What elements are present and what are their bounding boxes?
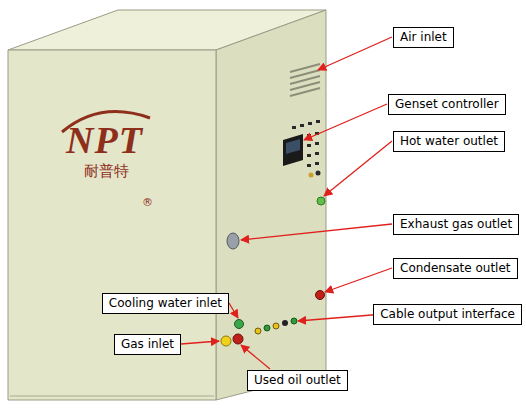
condensate-fitting — [316, 291, 325, 300]
leader-lines — [181, 37, 392, 369]
callout-box: Gas inlet — [114, 334, 181, 355]
logo-chinese: 耐普特 — [84, 162, 129, 181]
callout-text: Cable output interface — [380, 307, 515, 321]
callout-box: Used oil outlet — [247, 370, 348, 391]
callout-box: Condensate outlet — [393, 258, 518, 279]
logo-text: NPT — [66, 118, 143, 162]
air-vents — [290, 64, 320, 96]
cabinet-side — [216, 10, 326, 400]
hot-water-fitting — [317, 197, 325, 205]
registered-mark: ® — [142, 196, 153, 209]
callout-box: Hot water outlet — [393, 131, 505, 152]
cooling-water-fitting — [235, 320, 244, 329]
callout-text: Exhaust gas outlet — [400, 217, 512, 231]
cabinet-front — [8, 50, 216, 400]
used-oil-fitting — [233, 334, 243, 344]
callout-text: Hot water outlet — [400, 134, 498, 148]
callout-text: Used oil outlet — [254, 373, 341, 387]
exhaust-pipe — [227, 233, 239, 249]
genset-controller — [283, 120, 321, 178]
callout-box: Air inlet — [393, 27, 454, 48]
callout-box: Genset controller — [388, 94, 506, 115]
callout-box: Exhaust gas outlet — [393, 214, 519, 235]
callout-text: Air inlet — [400, 30, 447, 44]
gas-fitting — [221, 336, 231, 346]
callout-text: Gas inlet — [121, 337, 174, 351]
callout-box: Cable output interface — [373, 304, 522, 325]
callout-text: Cooling water inlet — [109, 296, 222, 310]
cable-glands — [255, 318, 297, 334]
callout-box: Cooling water inlet — [102, 293, 229, 314]
callout-text: Condensate outlet — [400, 261, 511, 275]
callout-text: Genset controller — [395, 97, 499, 111]
